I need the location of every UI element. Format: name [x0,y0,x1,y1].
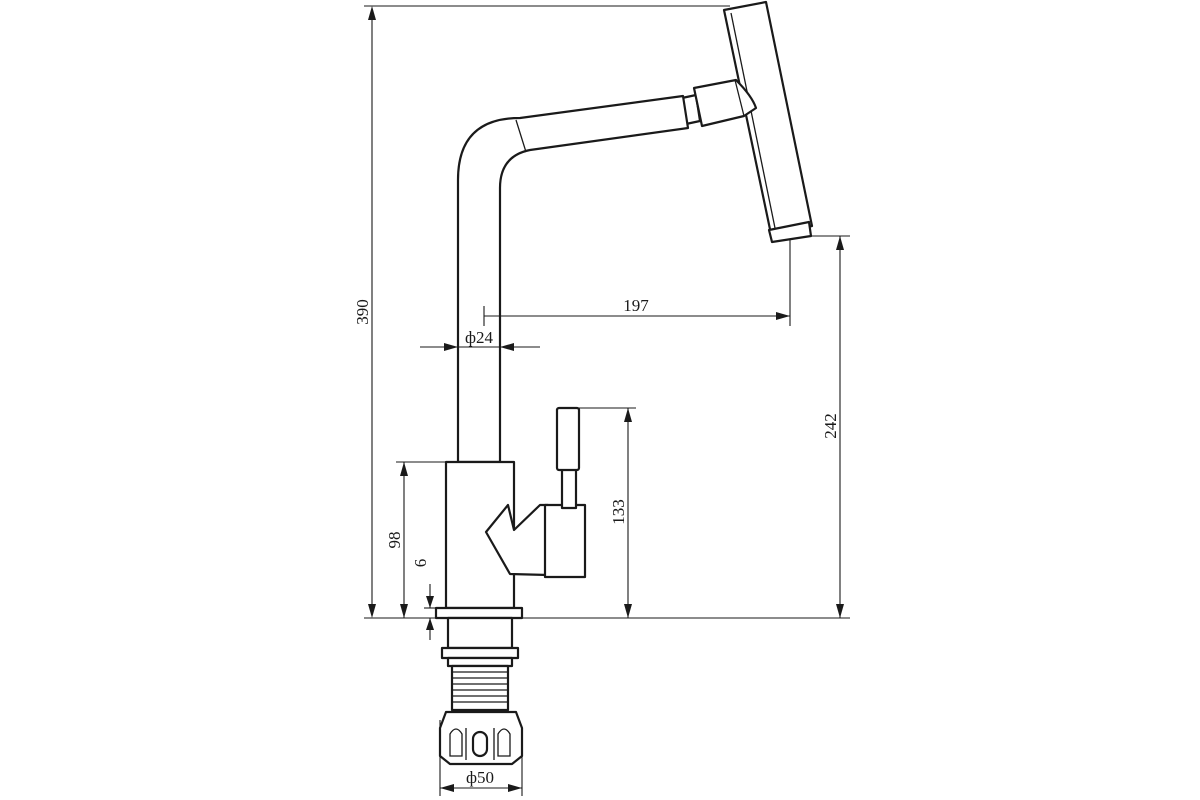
base-flange [434,606,524,620]
dim-label-tube-diameter: ф24 [465,328,494,347]
dim-label-flange-thickness: 6 [411,559,430,568]
fixing-nut [438,710,524,766]
spout-tube [456,94,690,464]
mounting-shank [440,616,520,712]
dim-label-body-height: 98 [385,532,404,549]
spray-head [722,0,814,244]
dim-label-outlet-height: 242 [821,413,840,439]
dim-label-spout-reach: 197 [623,296,649,315]
faucet [434,0,814,766]
dimension-lines [364,5,850,796]
dim-label-base-diameter: ф50 [466,768,494,787]
dim-label-total-height: 390 [353,299,372,325]
dimension-labels: 390 197 ф24 242 133 98 6 ф50 [353,296,840,787]
dim-label-lever-height: 133 [609,499,628,525]
lever-handle [484,406,587,579]
spout-seam [515,119,527,153]
